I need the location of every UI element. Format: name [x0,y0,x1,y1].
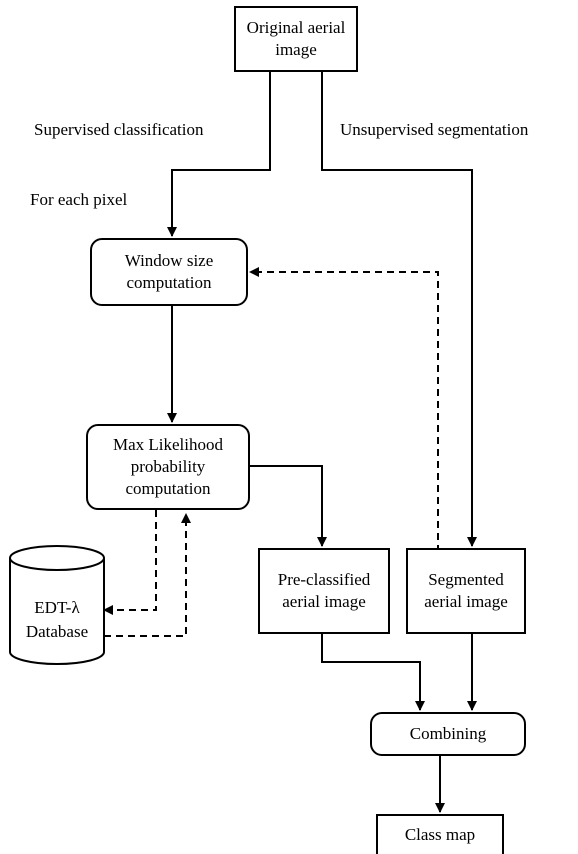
label-unsupervised-segmentation: Unsupervised segmentation [340,120,529,139]
node-segmented-aerial-image: Segmented aerial image [406,548,526,634]
label-for-each-pixel: For each pixel [30,190,128,209]
edge-preclassified-to-combining [321,634,425,711]
label-supervised-classification: Supervised classification [34,120,204,139]
edge-original-to-segmented [321,72,477,547]
node-max-likelihood-computation: Max Likelihood probability computation [86,424,250,510]
edge-segmented-feedback-to-window [249,267,439,552]
node-class-map: Class map [376,814,504,854]
edge-original-to-window [167,72,271,237]
database-cylinder-icon [9,545,105,665]
node-preclassified-aerial-image: Pre-classified aerial image [258,548,390,634]
edge-database-to-maxlik [104,513,191,637]
node-window-size-computation: Window size computation [90,238,248,306]
edge-maxlik-to-preclassified [250,465,327,547]
node-combining: Combining [370,712,526,756]
node-original-aerial-image: Original aerial image [234,6,358,72]
edge-maxlik-to-database [103,510,157,615]
node-edt-database-label: EDT-λ Database [25,598,89,641]
